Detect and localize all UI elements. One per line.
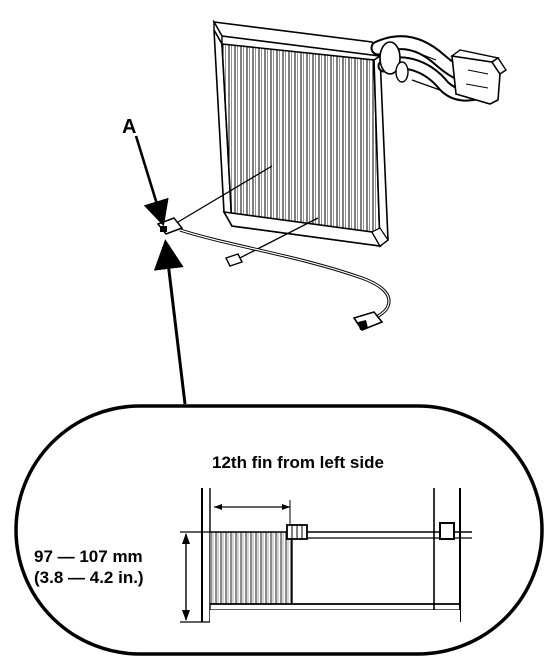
evaporator-core (212, 19, 389, 248)
detail-pointer-arrow (153, 239, 187, 405)
dimension-in-label: (3.8 — 4.2 in.) (34, 568, 144, 587)
expansion-valve-block (450, 49, 507, 105)
callout-a-leader (134, 135, 169, 227)
insertion-depth-dimension (180, 531, 210, 623)
detail-clip (439, 522, 455, 540)
detail-fins (210, 532, 292, 604)
harness-connector (352, 311, 384, 331)
dimension-mm-label: 97 — 107 mm (34, 547, 143, 566)
callout-a-label: A (122, 116, 136, 138)
fin-position-dimension (214, 500, 291, 524)
sensor-harness (179, 228, 391, 322)
detail-view: 12th fin from left side (14, 404, 544, 656)
detail-sensor (286, 524, 308, 540)
detail-right-side-plate (433, 488, 461, 622)
detail-title: 12th fin from left side (212, 453, 384, 472)
